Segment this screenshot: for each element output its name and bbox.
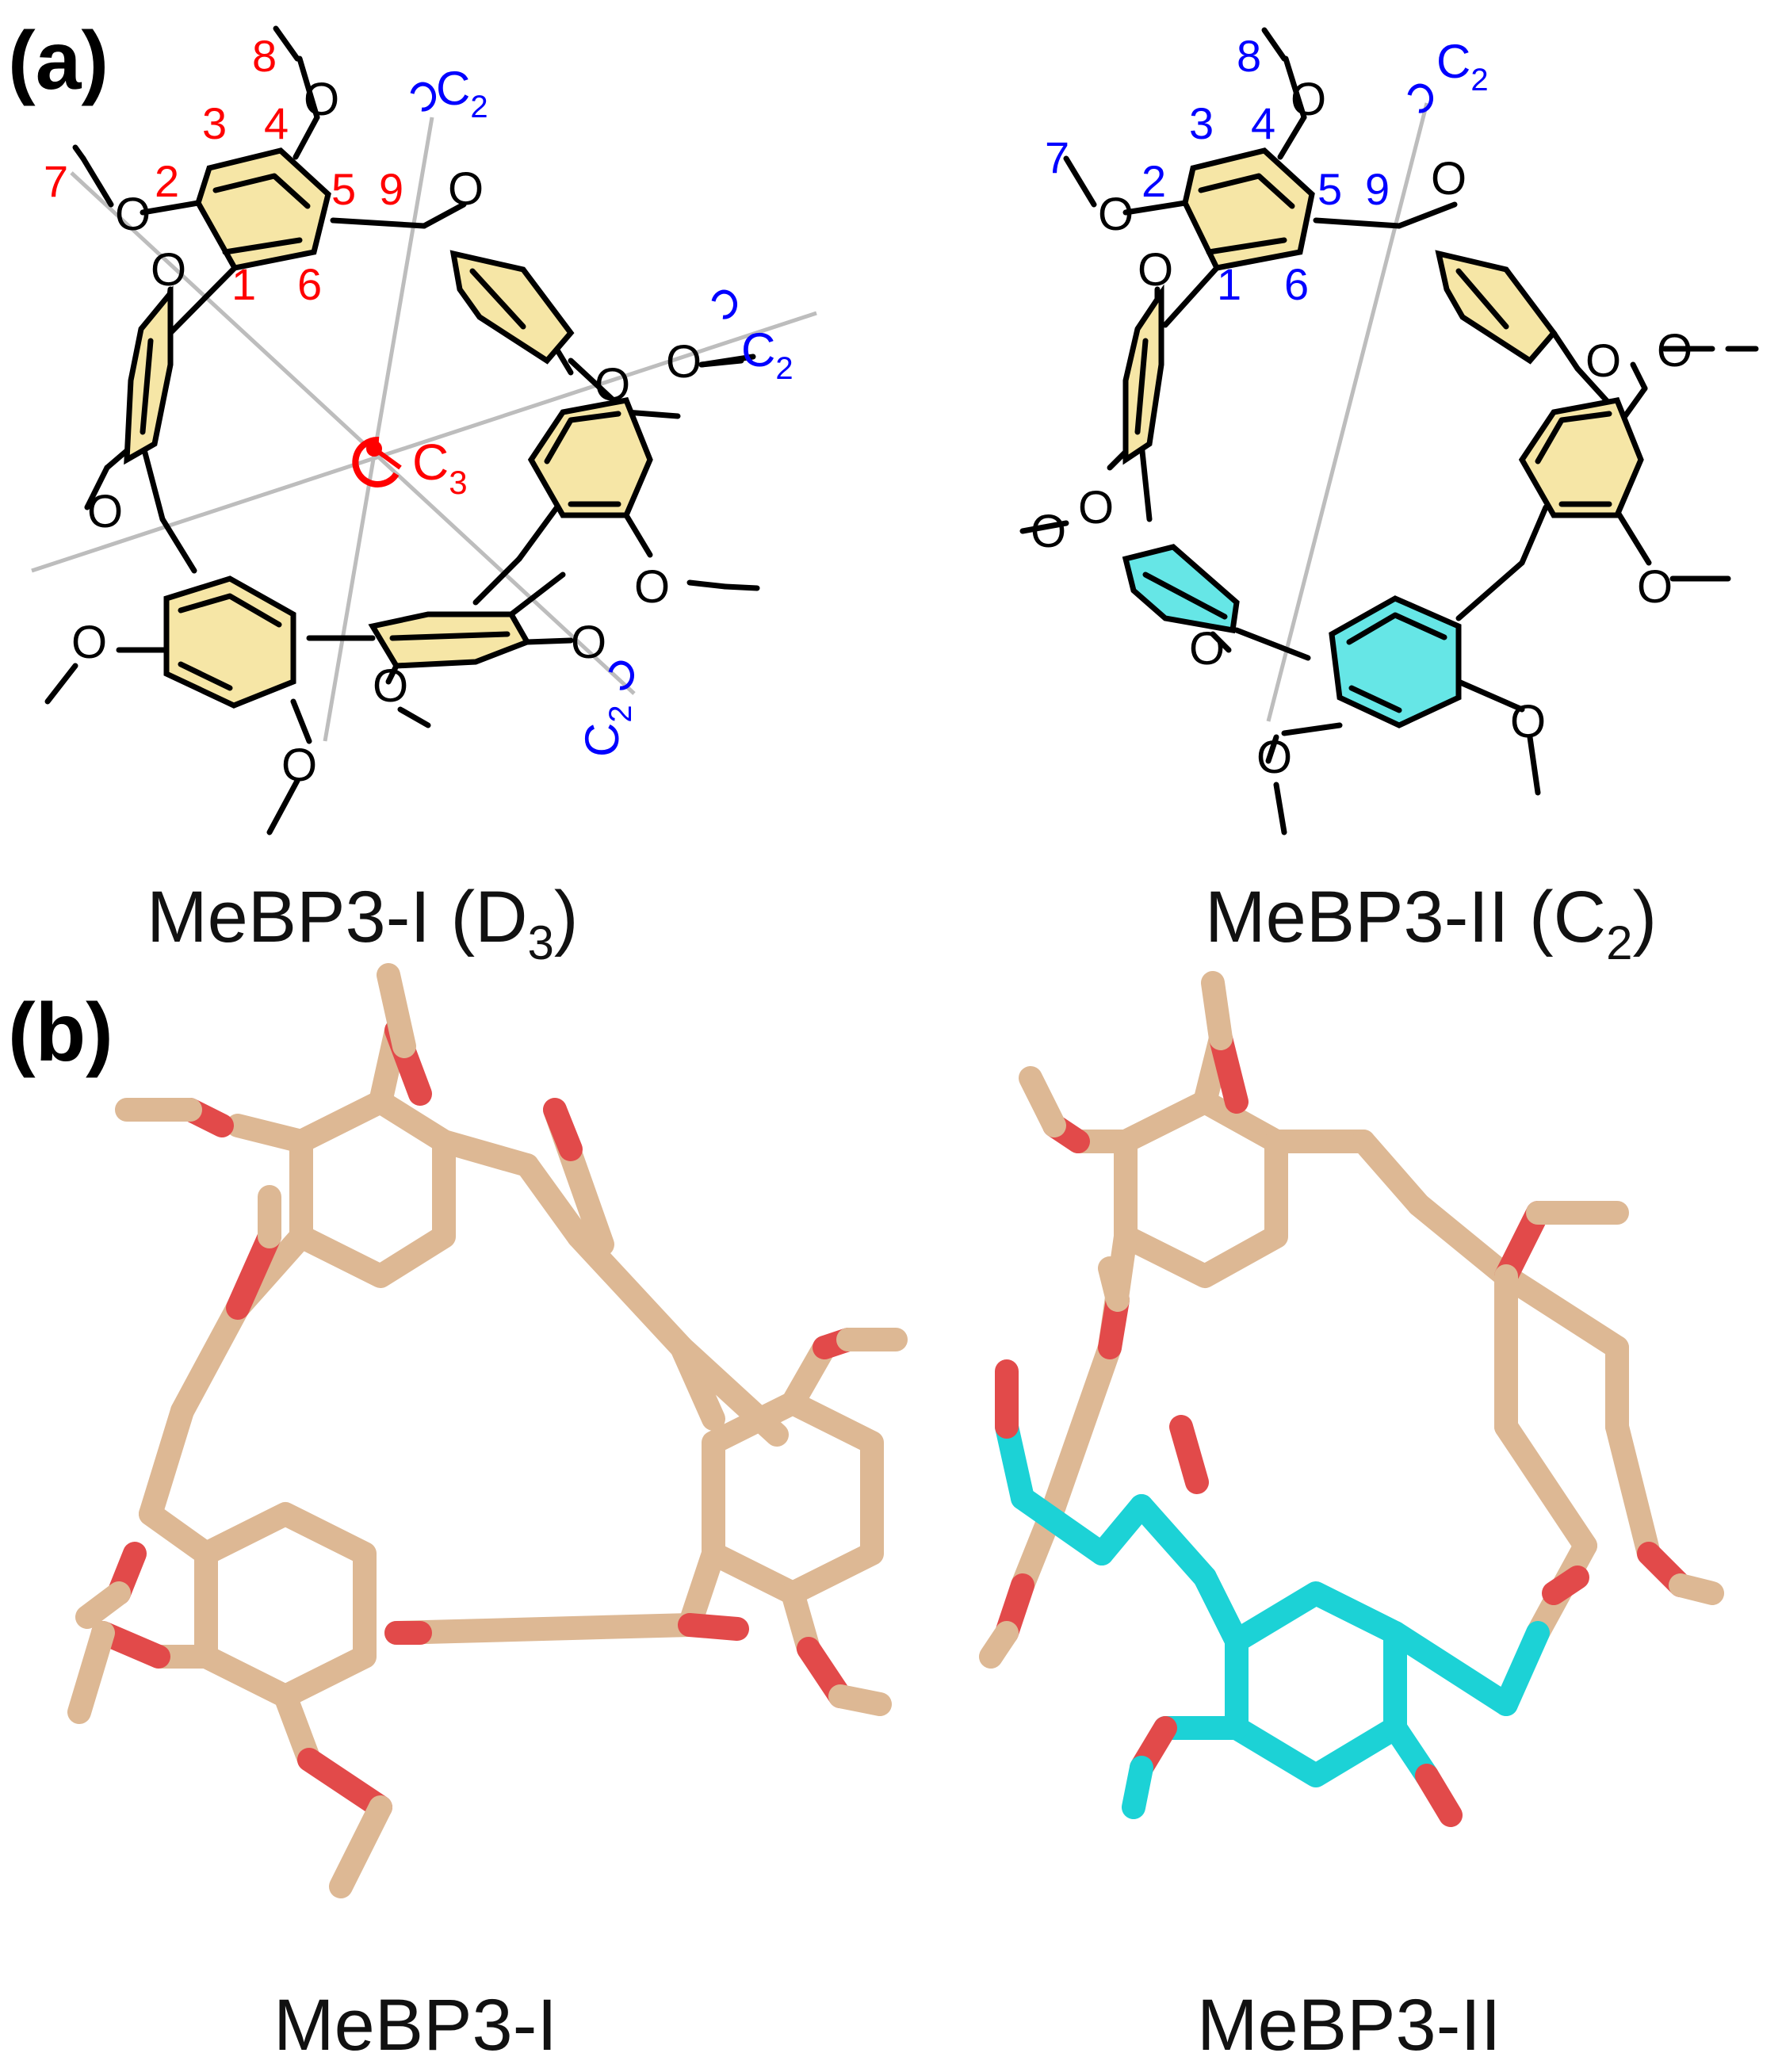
oxygen-label: O [373,660,408,712]
oxygen-labels: O O O O O O O O O O O O [1031,74,1692,783]
ring-top-left [1182,147,1315,271]
bond-network [1019,27,1759,835]
c2-label: C2 [1436,35,1489,97]
atom-numbering: 1 2 3 4 5 6 7 8 9 [44,31,403,309]
ring-bottom [368,611,532,669]
oxygen-label: O [1189,623,1225,675]
oxygen-label: O [1098,189,1134,240]
mebp3-i-structure: O O O O O O O O O O O O 1 2 3 4 5 6 7 8 … [31,25,817,835]
oxygen-label: O [71,617,107,668]
c2-axis-markers: C2 C2 C2 [410,62,793,757]
ring-right [1518,397,1644,518]
atom-number-8: 8 [1237,31,1261,81]
atom-number-4: 4 [264,98,289,148]
oxygen-label: O [1291,74,1326,125]
atom-number-2: 2 [1141,156,1166,206]
oxygen-label: O [634,561,670,613]
c3-label: C3 [412,434,468,501]
oxygen-label: O [151,244,186,296]
oxygen-label: O [571,617,606,668]
atom-number-6: 6 [297,259,322,309]
oxygen-label: O [281,740,317,791]
oxygen-label: O [1431,153,1467,205]
atom-number-7: 7 [1045,132,1069,182]
c2-axis-line [1266,102,1429,722]
atom-number-5: 5 [331,164,356,214]
atom-number-9: 9 [1365,164,1390,214]
atom-number-8: 8 [252,31,277,81]
panel-a-label: (a) [8,15,109,107]
benzene-rings [1122,147,1644,728]
ring-flipped-tilted [1122,544,1240,634]
atom-numbering: 1 2 3 4 5 6 7 8 9 [1045,31,1390,309]
ring-top-right [1435,250,1558,365]
benzene-rings [124,147,653,709]
mebp3-i-caption: MeBP3-I (D3) [147,877,579,969]
ring-top-left [195,147,331,271]
c2-label-right: C2 [741,323,793,386]
oxygen-labels: O O O O O O O O O O O O [71,74,702,791]
c2-label-top: C2 [436,62,488,124]
oxygen-label: O [1031,506,1066,557]
oxygen-label: O [115,189,151,240]
atom-number-4: 4 [1251,98,1275,148]
atom-number-5: 5 [1317,164,1342,214]
c3-axis-marker: C3 [352,434,468,501]
atom-number-1: 1 [1217,259,1241,309]
oxygen-label: O [1510,696,1546,747]
oxygen-label: O [1585,335,1621,387]
oxygen-label: O [666,336,702,388]
mebp3-ii-caption: MeBP3-II (C2) [1205,877,1657,969]
mebp3-ii-stick-model [979,971,1724,1827]
oxygen-label: O [304,74,339,125]
atom-number-2: 2 [155,156,179,206]
oxygen-label: O [1637,561,1673,613]
oxygen-label: O [1138,244,1173,296]
mebp3-i-stick-model [67,963,908,1898]
atom-number-3: 3 [1189,98,1214,148]
oxygen-label: O [448,163,484,215]
ring-right [527,397,653,518]
atom-number-1: 1 [231,259,256,309]
mebp3-ii-structure: O O O O O O O O O O O O 1 2 3 4 5 6 7 8 … [1019,27,1759,835]
atom-number-3: 3 [202,98,227,148]
panel-b-label: (b) [8,987,113,1079]
atom-number-9: 9 [379,164,403,214]
c2-axis-marker: C2 [1407,35,1489,113]
oxygen-label: O [87,486,123,537]
atom-number-6: 6 [1284,259,1309,309]
oxygen-label: O [1256,732,1292,783]
oxygen-label: O [1657,325,1692,377]
mebp3-ii-stick-caption: MeBP3-II [1197,1985,1501,2066]
atom-number-7: 7 [44,156,68,206]
oxygen-label: O [595,359,630,411]
methyl-stubs [72,144,760,591]
oxygen-label: O [1078,482,1114,533]
mebp3-i-stick-caption: MeBP3-I [273,1985,557,2066]
c2-label-bottom: C2 [576,705,638,757]
